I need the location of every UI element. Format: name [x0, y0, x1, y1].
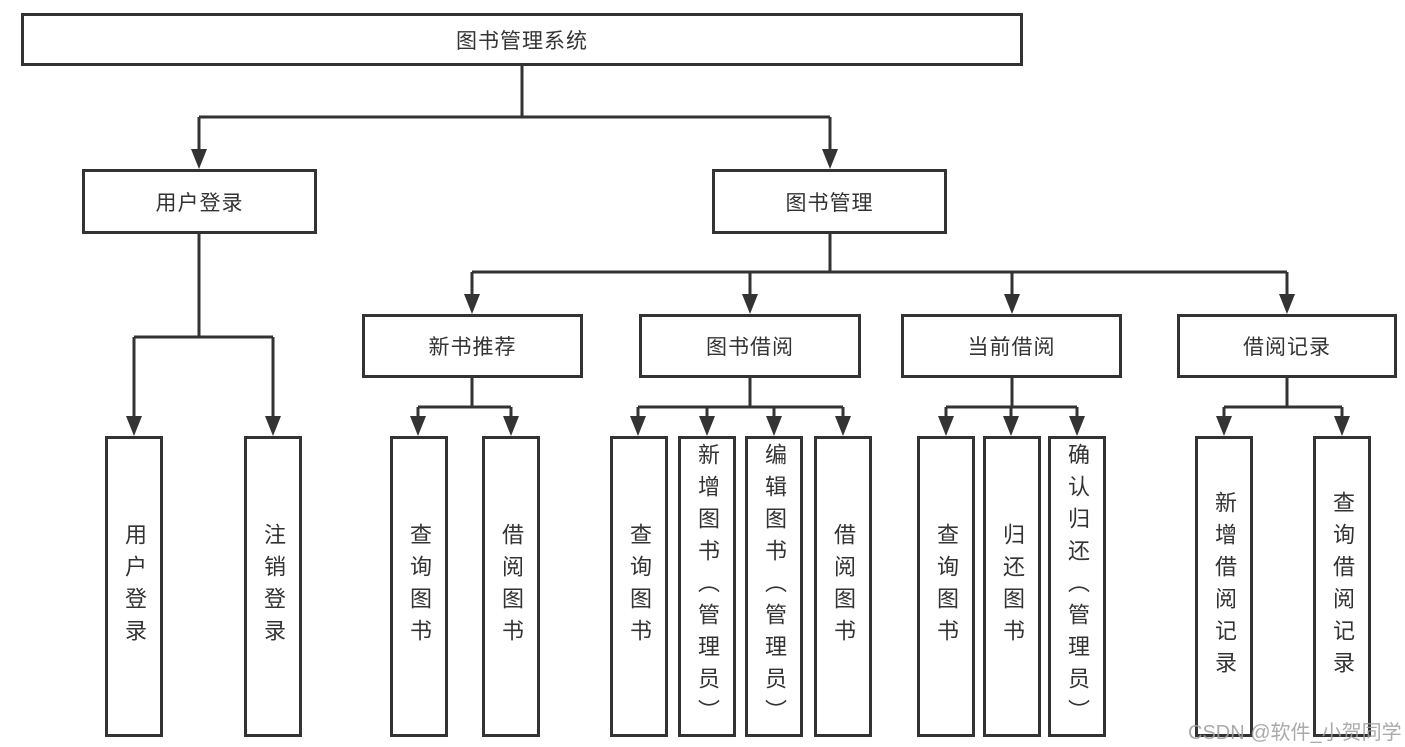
leaf-query-book-current: 查询图书: [917, 436, 975, 737]
node-book-borrow-label: 图书借阅: [706, 336, 794, 359]
leaf-borrow-book-borrow-label: 借阅图书: [831, 522, 856, 651]
leaf-logout: 注销登录: [244, 436, 302, 737]
leaf-edit-book-label: 编辑图书（管理员）: [762, 442, 787, 731]
node-borrow-records-label: 借阅记录: [1243, 336, 1331, 359]
leaf-borrow-book-rec: 借阅图书: [482, 436, 540, 737]
node-borrow-records: 借阅记录: [1177, 314, 1397, 378]
leaf-return-book-label: 归还图书: [1000, 522, 1025, 651]
leaf-edit-book: 编辑图书（管理员）: [745, 436, 803, 737]
leaf-query-book-rec: 查询图书: [390, 436, 448, 737]
leaf-borrow-book-borrow: 借阅图书: [814, 436, 872, 737]
leaf-query-book-borrow-label: 查询图书: [627, 522, 652, 651]
leaf-add-borrow-record: 新增借阅记录: [1195, 436, 1253, 737]
leaf-confirm-return: 确认归还（管理员）: [1048, 436, 1106, 737]
leaf-query-book-current-label: 查询图书: [934, 522, 959, 651]
csdn-watermark: CSDN @软件_小贺同学: [1188, 722, 1402, 744]
node-root: 图书管理系统: [21, 13, 1023, 66]
leaf-query-book-borrow: 查询图书: [610, 436, 668, 737]
leaf-logout-label: 注销登录: [261, 522, 286, 651]
leaf-add-borrow-record-label: 新增借阅记录: [1212, 490, 1237, 683]
node-current-borrow: 当前借阅: [901, 314, 1122, 378]
node-root-label: 图书管理系统: [456, 29, 588, 53]
node-book-borrow: 图书借阅: [639, 314, 861, 378]
node-new-book-rec: 新书推荐: [362, 314, 583, 378]
leaf-return-book: 归还图书: [983, 436, 1041, 737]
leaf-query-borrow-record-label: 查询借阅记录: [1330, 490, 1355, 683]
node-user-login-label: 用户登录: [155, 191, 244, 215]
leaf-add-book-label: 新增图书（管理员）: [695, 442, 720, 731]
leaf-add-book: 新增图书（管理员）: [678, 436, 736, 737]
node-book-mgmt-label: 图书管理: [785, 191, 874, 215]
node-book-mgmt: 图书管理: [712, 169, 947, 234]
leaf-query-book-rec-label: 查询图书: [407, 522, 432, 651]
leaf-confirm-return-label: 确认归还（管理员）: [1065, 442, 1090, 731]
leaf-query-borrow-record: 查询借阅记录: [1313, 436, 1371, 737]
leaf-user-login-label: 用户登录: [122, 522, 147, 651]
leaf-borrow-book-rec-label: 借阅图书: [499, 522, 524, 651]
node-user-login: 用户登录: [82, 169, 317, 234]
node-current-borrow-label: 当前借阅: [967, 336, 1056, 359]
leaf-user-login: 用户登录: [105, 436, 163, 737]
arrowhead-icons: [126, 149, 1350, 436]
node-new-book-rec-label: 新书推荐: [428, 336, 517, 359]
